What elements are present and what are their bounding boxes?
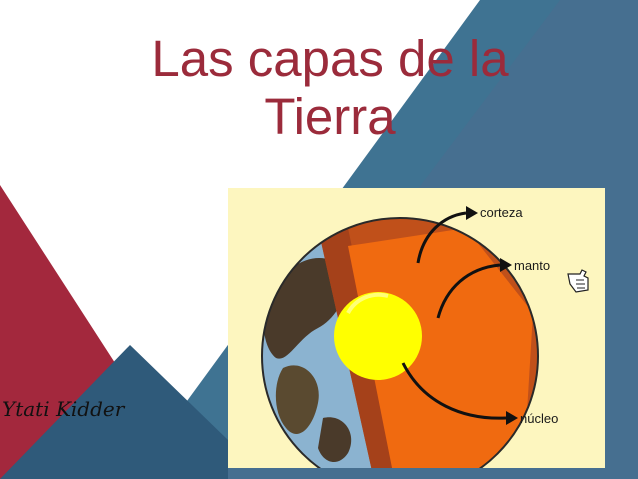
slide-title: Las capas de la Tierra bbox=[110, 30, 550, 146]
crust-arrow bbox=[416, 211, 467, 264]
mantle-arrow bbox=[436, 263, 501, 319]
title-line-1: Las capas de la bbox=[151, 30, 509, 87]
lower-blue-triangle bbox=[0, 345, 228, 479]
core-layer bbox=[334, 292, 422, 380]
arrow-heads bbox=[466, 206, 518, 425]
author-name: Ytati Kidder bbox=[2, 397, 125, 421]
cutaway bbox=[318, 218, 538, 468]
mantle-layer bbox=[348, 228, 533, 468]
title-line-2: Tierra bbox=[264, 88, 396, 145]
core-label: núcleo bbox=[520, 411, 558, 426]
label-arrows bbox=[401, 211, 507, 420]
mantle-label: manto bbox=[514, 258, 550, 273]
hand-pointer-icon bbox=[567, 269, 589, 293]
earth-layers-figure: corteza manto núcleo bbox=[228, 188, 605, 468]
core-arrow bbox=[401, 362, 507, 420]
earth-cutaway-illustration: corteza manto núcleo bbox=[261, 205, 589, 468]
crust-label: corteza bbox=[480, 205, 523, 220]
